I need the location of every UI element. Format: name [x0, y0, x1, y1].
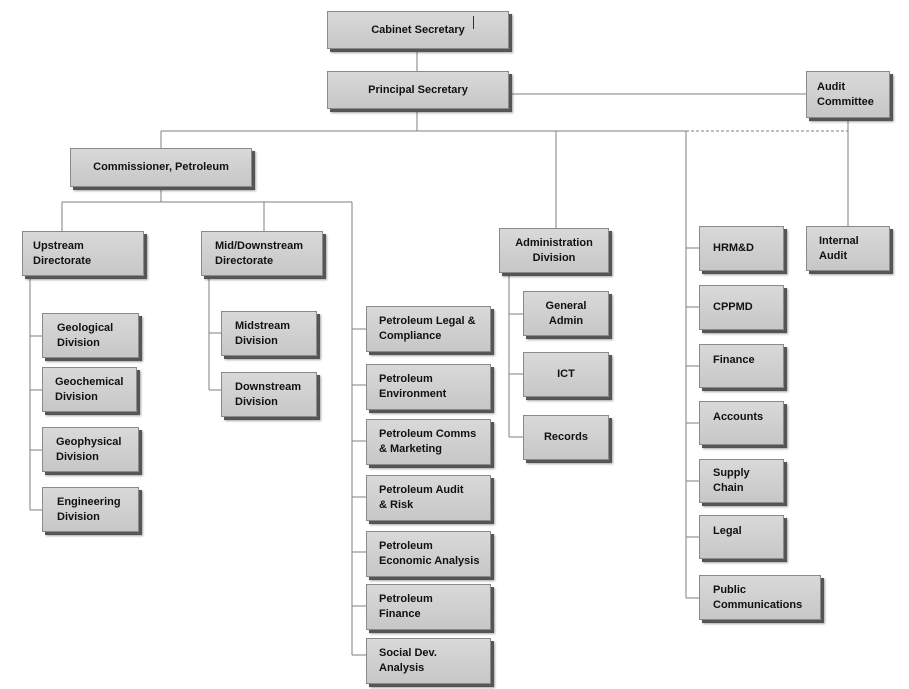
cabinet-secretary-box: Cabinet Secretary: [327, 11, 509, 49]
ps-unit-box: Legal: [699, 515, 784, 559]
middownstream-division-box: Downstream Division: [221, 372, 317, 417]
commissioner-unit-label: Petroleum Legal & Compliance: [379, 315, 476, 342]
upstream-division-label: Engineering Division: [57, 495, 121, 523]
administration-unit-label: General Admin: [545, 299, 587, 327]
cabinet-secretary-label: Cabinet Secretary: [371, 23, 465, 36]
commissioner-unit-label: Petroleum Finance: [379, 593, 433, 620]
upstream-division-label: Geological Division: [57, 321, 114, 349]
administration-unit-box: ICT: [523, 352, 609, 397]
middownstream-directorate-label: Mid/Downstream Directorate: [215, 239, 304, 267]
text-cursor: [473, 16, 474, 29]
ps-unit-box: HRM&D: [699, 226, 784, 271]
ps-unit-label: Legal: [713, 525, 742, 537]
administration-unit-box: Records: [523, 415, 609, 460]
commissioner-unit-box: Social Dev. Analysis: [366, 638, 491, 684]
ps-unit-box: CPPMD: [699, 285, 784, 330]
ps-unit-label: CPPMD: [713, 301, 753, 313]
administration-unit-box: General Admin: [523, 291, 609, 336]
ps-unit-label: HRM&D: [713, 242, 754, 254]
principal-secretary-label: Principal Secretary: [368, 83, 468, 96]
ps-unit-box: Public Communications: [699, 575, 821, 620]
administration-unit-label: Records: [543, 431, 589, 443]
administration-unit-label: ICT: [557, 368, 575, 380]
ps-unit-box: Finance: [699, 344, 784, 388]
middownstream-division-label: Downstream Division: [235, 380, 302, 408]
commissioner-unit-box: Petroleum Environment: [366, 364, 491, 410]
commissioner-unit-label: Petroleum Economic Analysis: [379, 540, 480, 567]
upstream-division-box: Geophysical Division: [42, 427, 139, 472]
administration-division-label: Administration Division: [515, 236, 593, 264]
internal-audit-label: Internal Audit: [819, 234, 859, 262]
ps-unit-label: Public Communications: [713, 583, 803, 611]
administration-division-box: Administration Division: [499, 228, 609, 273]
ps-unit-box: Accounts: [699, 401, 784, 445]
audit-committee-box: Audit Committee: [806, 71, 890, 118]
audit-committee-label: Audit Committee: [817, 80, 874, 108]
middownstream-division-label: Midstream Division: [235, 319, 291, 347]
upstream-directorate-box: Upstream Directorate: [22, 231, 144, 276]
commissioner-unit-label: Petroleum Audit & Risk: [379, 484, 464, 511]
ps-unit-label: Supply Chain: [713, 467, 750, 494]
commissioner-unit-box: Petroleum Audit & Risk: [366, 475, 491, 521]
commissioner-unit-box: Petroleum Finance: [366, 584, 491, 630]
commissioner-box: Commissioner, Petroleum: [70, 148, 252, 187]
upstream-division-label: Geophysical Division: [56, 435, 122, 463]
upstream-division-box: Geochemical Division: [42, 367, 137, 412]
ps-unit-label: Accounts: [713, 411, 764, 423]
commissioner-unit-box: Petroleum Legal & Compliance: [366, 306, 491, 352]
ps-unit-box: Supply Chain: [699, 459, 784, 503]
commissioner-unit-label: Petroleum Comms & Marketing: [379, 428, 477, 455]
internal-audit-box: Internal Audit: [806, 226, 890, 271]
commissioner-unit-label: Petroleum Environment: [379, 373, 447, 400]
commissioner-label: Commissioner, Petroleum: [93, 161, 229, 173]
upstream-division-box: Geological Division: [42, 313, 139, 358]
commissioner-unit-label: Social Dev. Analysis: [379, 647, 437, 674]
upstream-division-box: Engineering Division: [42, 487, 139, 532]
middownstream-division-box: Midstream Division: [221, 311, 317, 356]
commissioner-unit-box: Petroleum Economic Analysis: [366, 531, 491, 577]
commissioner-unit-box: Petroleum Comms & Marketing: [366, 419, 491, 465]
ps-unit-label: Finance: [713, 354, 755, 366]
upstream-division-label: Geochemical Division: [55, 375, 124, 403]
principal-secretary-box: Principal Secretary: [327, 71, 509, 109]
upstream-directorate-label: Upstream Directorate: [33, 239, 92, 267]
middownstream-directorate-box: Mid/Downstream Directorate: [201, 231, 323, 276]
